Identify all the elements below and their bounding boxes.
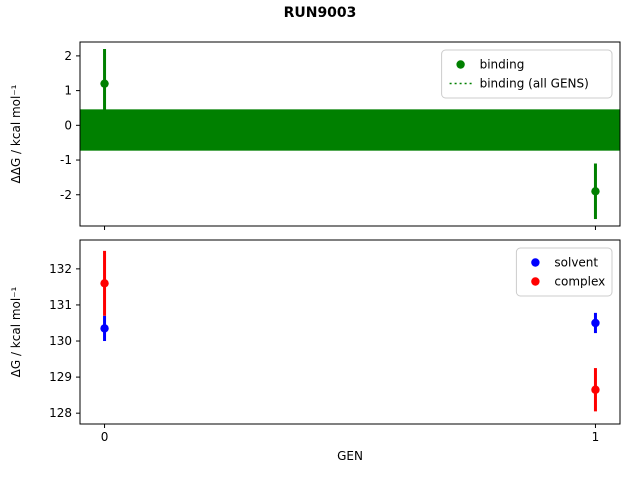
uncertainty-band	[80, 109, 620, 151]
legend-marker-dot	[456, 60, 465, 69]
legend-box	[515, 247, 613, 297]
y-tick-label: 0	[64, 118, 72, 132]
data-point-complex	[591, 385, 600, 394]
y-tick-label: 129	[49, 370, 72, 384]
data-point-solvent	[591, 318, 600, 328]
y-axis-label: ΔΔG / kcal mol⁻¹	[9, 84, 23, 183]
y-tick-label: -1	[60, 153, 72, 167]
data-point-binding	[591, 187, 600, 196]
x-axis-label: GEN	[337, 449, 363, 463]
figure-title: RUN9003	[283, 5, 357, 21]
legend-label: binding (all GENS)	[480, 77, 589, 91]
y-tick-label: 131	[49, 298, 72, 312]
y-axis-label: ΔG / kcal mol⁻¹	[9, 286, 23, 377]
data-point-complex	[100, 279, 109, 288]
legend-label: binding	[480, 58, 525, 72]
y-tick-label: 130	[49, 334, 72, 348]
y-tick-label: 1	[64, 84, 72, 98]
axes-frame	[79, 239, 621, 425]
legend-label: solvent	[554, 256, 598, 270]
y-tick-label: 132	[49, 262, 72, 276]
legend-label: complex	[554, 275, 605, 289]
legend-marker-dot	[531, 258, 540, 267]
y-tick-label: -2	[60, 188, 72, 202]
x-tick-label: 1	[592, 430, 600, 444]
y-tick-label: 2	[64, 49, 72, 63]
y-tick-label: 128	[49, 406, 72, 420]
data-point-binding	[100, 79, 109, 88]
legend-box	[441, 49, 613, 99]
x-tick-label: 0	[101, 430, 109, 444]
legend-marker-dot	[531, 277, 540, 286]
data-point-solvent	[100, 324, 109, 333]
axes-frame	[79, 41, 621, 227]
